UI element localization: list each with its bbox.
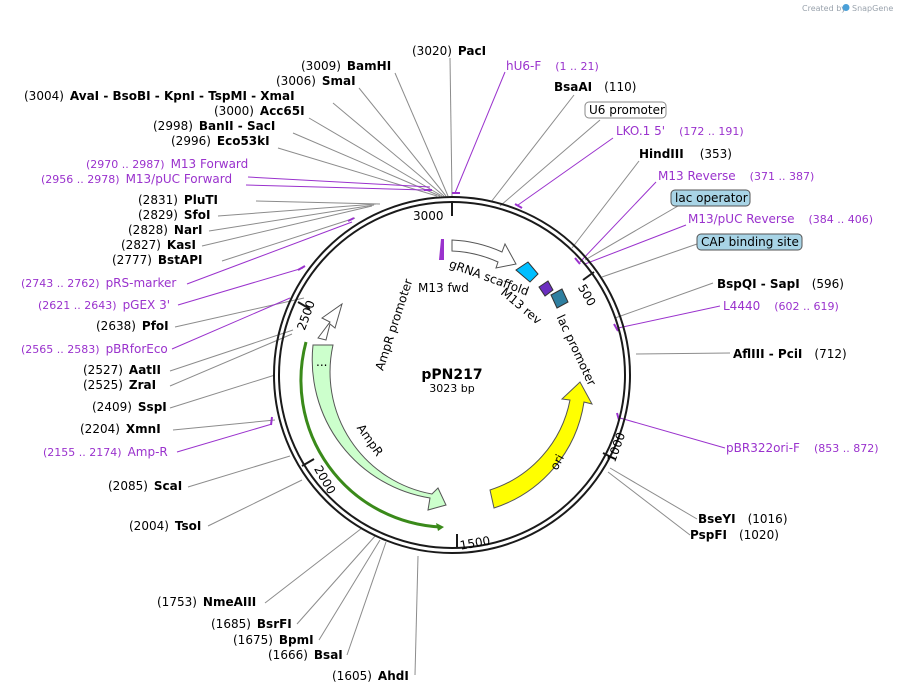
svg-text:(3006)SmaI: (3006)SmaI — [276, 74, 356, 88]
ampr-feature-arrow — [311, 344, 447, 511]
svg-text:(2828)NarI: (2828)NarI — [128, 223, 202, 237]
snapgene-logo-icon — [842, 4, 850, 11]
tick-label-3000: 3000 — [413, 209, 444, 223]
lac-operator-feature — [515, 261, 539, 283]
boxed-feature-labels: U6 promoter lac operator CAP binding sit… — [584, 101, 803, 251]
svg-text:BsaAI(110): BsaAI(110) — [554, 80, 636, 94]
svg-text:(3020)PacI: (3020)PacI — [412, 44, 486, 58]
svg-text:(2621 .. 2643)pGEX 3': (2621 .. 2643)pGEX 3' — [38, 298, 170, 312]
svg-text:(1605)AhdI: (1605)AhdI — [332, 669, 409, 683]
svg-text:(2638)PfoI: (2638)PfoI — [96, 319, 169, 333]
tick-label-1500: 1500 — [459, 534, 492, 553]
svg-text:(2527)AatII: (2527)AatII — [83, 363, 161, 377]
svg-text:(3004)AvaI - BsoBI - KpnI -: (3004)AvaI - BsoBI - KpnI - TspMI - XmaI — [24, 89, 295, 103]
tick-label-500: 500 — [575, 282, 599, 309]
svg-text:AflIII - PciI(712): AflIII - PciI(712) — [733, 347, 847, 361]
ori-label: ori — [547, 452, 567, 472]
svg-text:LKO.1 5'(172 .. 191): LKO.1 5'(172 .. 191) — [616, 124, 744, 138]
ampr-orf-arc — [299, 341, 441, 529]
credit-brand: SnapGene — [852, 4, 893, 13]
primer-marks — [270, 189, 620, 426]
svg-text:(2996)Eco53kI: (2996)Eco53kI — [171, 134, 270, 148]
svg-text:(2956 .. 2978)M13/pUC Forward: (2956 .. 2978)M13/pUC Forward — [41, 172, 232, 186]
svg-text:(2831)PluTI: (2831)PluTI — [138, 193, 218, 207]
ampr-promoter-label: AmpR promoter — [373, 277, 416, 372]
svg-text:M13/pUC Reverse(384 .. 406): M13/pUC Reverse(384 .. 406) — [688, 212, 873, 226]
svg-text:BspQI - SapI(596): BspQI - SapI(596) — [717, 277, 844, 291]
svg-text:pBR322ori-F(853 .. 872): pBR322ori-F(853 .. 872) — [726, 441, 879, 455]
svg-text:(2827)KasI: (2827)KasI — [121, 238, 196, 252]
svg-text:HindIII(353): HindIII(353) — [639, 147, 732, 161]
lac-promoter-label: lac promoter — [554, 312, 599, 388]
svg-text:(3000)Acc65I: (3000)Acc65I — [214, 104, 305, 118]
svg-text:(2525)ZraI: (2525)ZraI — [83, 378, 156, 392]
tick-label-2500: 2500 — [294, 298, 318, 331]
primer-labels: hU6-F(1 .. 21) LKO.1 5'(172 .. 191) M13 … — [21, 59, 879, 459]
plasmid-size: 3023 bp — [429, 382, 474, 395]
enzyme-labels-right: BsaAI(110) HindIII(353) BspQI - SapI(596… — [554, 80, 847, 542]
svg-text:hU6-F(1 .. 21): hU6-F(1 .. 21) — [506, 59, 599, 73]
svg-text:(2565 .. 2583)pBRforEco: (2565 .. 2583)pBRforEco — [21, 342, 168, 356]
grna-scaffold-arrow — [451, 239, 517, 269]
svg-text:(1675)BpmI: (1675)BpmI — [233, 633, 314, 647]
svg-text:BseYI(1016): BseYI(1016) — [698, 512, 788, 526]
svg-text:(1666)BsaI: (1666)BsaI — [268, 648, 343, 662]
ampr-orf-arrowhead — [436, 523, 444, 531]
svg-text:(2777)BstAPI: (2777)BstAPI — [112, 253, 202, 267]
ring-ticks — [297, 202, 616, 548]
svg-text:PspFI(1020): PspFI(1020) — [690, 528, 779, 542]
svg-text:(1685)BsrFI: (1685)BsrFI — [211, 617, 292, 631]
primer-leader-lines — [171, 71, 726, 453]
svg-text:(2409)SspI: (2409)SspI — [92, 400, 167, 414]
m13-rev-feature — [538, 280, 554, 297]
svg-text:(2829)SfoI: (2829)SfoI — [138, 208, 210, 222]
credit-text: Created by — [802, 4, 846, 13]
ampr-ellipsis-label: ... — [316, 355, 327, 369]
enzyme-labels-left: (3020)PacI (3009)BamHI (3006)SmaI (3004)… — [24, 44, 486, 683]
svg-text:(2004)TsoI: (2004)TsoI — [129, 519, 201, 533]
u6-promoter-label: U6 promoter — [589, 103, 665, 117]
svg-text:(1753)NmeAIII: (1753)NmeAIII — [157, 595, 256, 609]
svg-text:(2998)BanII - SacI: (2998)BanII - SacI — [153, 119, 275, 133]
m13-fwd-feature — [439, 239, 444, 260]
ori-feature-arrow — [489, 381, 593, 509]
svg-text:(3009)BamHI: (3009)BamHI — [301, 59, 391, 73]
tick-label-1000: 1000 — [605, 430, 629, 463]
cap-binding-site-label: CAP binding site — [701, 235, 799, 249]
svg-text:(2085)ScaI: (2085)ScaI — [108, 479, 182, 493]
enzyme-leader-lines — [169, 57, 731, 676]
svg-text:(2743 .. 2762)pRS-marker: (2743 .. 2762)pRS-marker — [21, 276, 176, 290]
svg-text:L4440(602 .. 619): L4440(602 .. 619) — [723, 299, 839, 313]
svg-text:(2155 .. 2174)Amp-R: (2155 .. 2174)Amp-R — [43, 445, 168, 459]
lac-operator-label: lac operator — [675, 191, 748, 205]
ampr-promoter-arrow — [317, 302, 343, 341]
svg-text:(2970 .. 2987)M13 Forward: (2970 .. 2987)M13 Forward — [86, 157, 248, 171]
m13-fwd-label: M13 fwd — [418, 281, 469, 295]
cap-site-feature — [550, 288, 569, 309]
backbone-outer-ring — [273, 196, 631, 554]
plasmid-name: pPN217 — [421, 367, 482, 383]
svg-text:(2204)XmnI: (2204)XmnI — [80, 422, 161, 436]
svg-text:M13 Reverse(371 .. 387): M13 Reverse(371 .. 387) — [658, 169, 814, 183]
